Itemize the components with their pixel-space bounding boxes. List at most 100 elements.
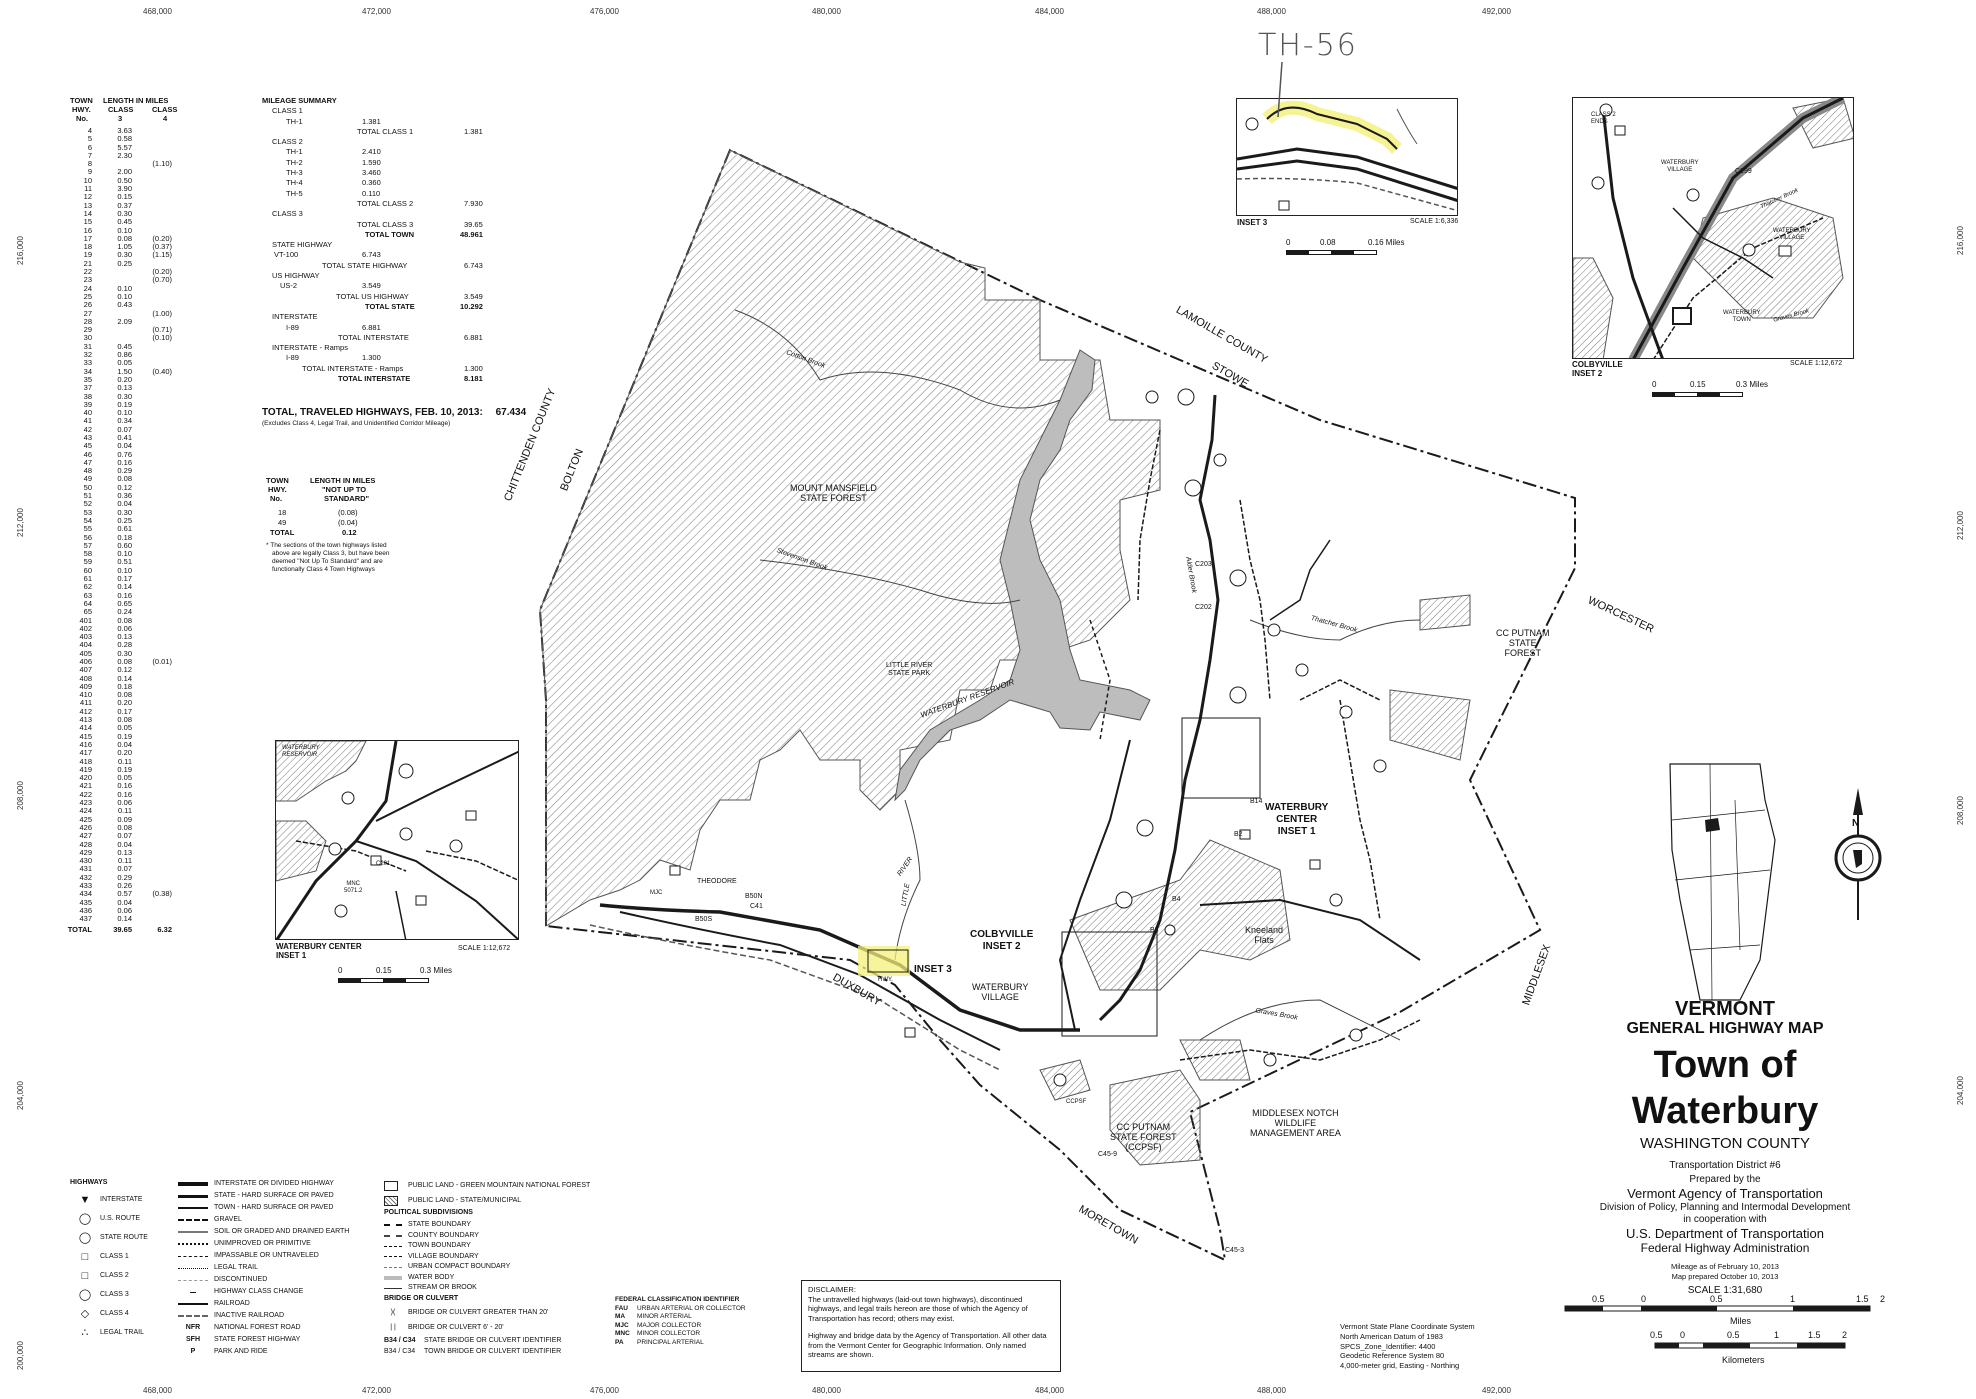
table-cell: 6.32 xyxy=(157,924,172,934)
scale-tick: 0.3 Miles xyxy=(1736,380,1769,389)
label-line: RESERVOIR xyxy=(282,752,318,758)
scale-tick: 0 xyxy=(1652,380,1657,389)
legend-item-label: UNIMPROVED OR PRIMITIVE xyxy=(214,1240,311,1247)
town-highway xyxy=(1269,539,1331,621)
summary-line: INTERSTATE xyxy=(272,312,318,322)
legend-item-label: STREAM OR BROOK xyxy=(408,1284,477,1292)
scale-tick: 0.3 Miles xyxy=(420,966,453,975)
legend-item: | |BRIDGE OR CULVERT 6' - 20' xyxy=(384,1321,590,1336)
legend-swatch xyxy=(384,1266,402,1268)
footnote: * The sections of the town highways list… xyxy=(266,542,436,574)
table-cell: 0.50 xyxy=(117,175,132,185)
legend-item: ◇CLASS 4 xyxy=(76,1304,148,1323)
miles-tick: 0.5 xyxy=(1592,1294,1605,1304)
label-line: INSET 1 xyxy=(1277,826,1316,837)
label-line: VILLAGE xyxy=(1667,167,1693,173)
table-cell: 14 xyxy=(83,208,92,218)
table-cell: 402 xyxy=(79,623,92,633)
summary-line: CLASS 1 xyxy=(272,106,303,116)
inset-1-scale-bar xyxy=(338,978,429,983)
table-cell: 425 xyxy=(79,814,92,824)
table-cell: 413 xyxy=(79,715,92,725)
table-cell: 0.20 xyxy=(117,698,132,708)
legend-item-label: U.S. ROUTE xyxy=(100,1214,141,1222)
inset-2-text: C199 xyxy=(1735,168,1752,175)
summary-line: CLASS 2 xyxy=(272,137,303,147)
table-cell: 47 xyxy=(83,457,92,467)
table-cell: 42 xyxy=(83,424,92,434)
table-cell: 17 xyxy=(83,233,92,243)
summary-line: TOTAL CLASS 3 xyxy=(357,219,414,229)
table-cell: 39 xyxy=(83,399,92,409)
label-line: STATE xyxy=(1508,638,1537,648)
scale-tick: 0 xyxy=(338,966,343,975)
legend-symbol-icon: ◇ xyxy=(80,1307,90,1320)
label-line: WILDLIFE xyxy=(1274,1118,1317,1128)
legend-swatch xyxy=(384,1287,402,1289)
town-highway xyxy=(1089,619,1111,741)
town-title: Town of Waterbury xyxy=(1631,1044,1819,1132)
table-cell: 15 xyxy=(83,217,92,227)
legend-item-label: MINOR COLLECTOR xyxy=(637,1330,701,1337)
legend-item-label: COUNTY BOUNDARY xyxy=(408,1231,479,1239)
x-tick-top: 492,000 xyxy=(1482,7,1511,16)
table-cell: 45 xyxy=(83,441,92,451)
table-cell: 416 xyxy=(79,739,92,749)
title-line: GENERAL HIGHWAY MAP xyxy=(1626,1020,1824,1037)
legend-swatch xyxy=(384,1195,398,1206)
legend-swatch xyxy=(384,1224,402,1227)
table-cell: 0.16 xyxy=(117,590,132,600)
label-line: MIDDLESEX NOTCH xyxy=(1252,1108,1339,1118)
label-line: WATERBURY xyxy=(1661,160,1699,166)
legend-swatch xyxy=(384,1180,398,1191)
table-cell: 0.04 xyxy=(117,739,132,749)
legend-item-label: INTERSTATE OR DIVIDED HIGHWAY xyxy=(214,1180,334,1187)
table-cell: 0.12 xyxy=(117,482,132,492)
legend-swatch xyxy=(384,1256,402,1258)
legend-item-code: FAU xyxy=(615,1304,628,1312)
legend-item-label: MAJOR COLLECTOR xyxy=(637,1321,702,1329)
label-c45-9: C45-9 xyxy=(1098,1151,1118,1158)
legend-item-label: URBAN ARTERIAL OR COLLECTOR xyxy=(637,1304,746,1312)
label-mount-mansfield: MOUNT MANSFIELD STATE FOREST xyxy=(790,483,877,503)
legend-item-code: PA xyxy=(615,1338,624,1346)
table-cell: (0.40) xyxy=(152,366,172,376)
table-cell: (0.70) xyxy=(152,275,172,285)
table-cell: 1.05 xyxy=(117,242,132,252)
label-line: MNC xyxy=(346,881,361,887)
table-cell: 412 xyxy=(79,706,92,716)
table-cell: 53 xyxy=(83,507,92,517)
legend-item-label: LEGAL TRAIL xyxy=(100,1328,144,1336)
table-cell: 0.26 xyxy=(117,881,132,891)
label-line: VILLAGE xyxy=(981,992,1019,1002)
summary-line: I-89 xyxy=(286,322,299,332)
table-cell: 59 xyxy=(83,557,92,567)
stream xyxy=(1199,999,1401,1041)
table-cell: 418 xyxy=(79,756,92,766)
table-cell: 410 xyxy=(79,690,92,700)
legend-symbol-icon: ◯ xyxy=(78,1288,92,1301)
state-route-100 xyxy=(1098,394,1220,1022)
